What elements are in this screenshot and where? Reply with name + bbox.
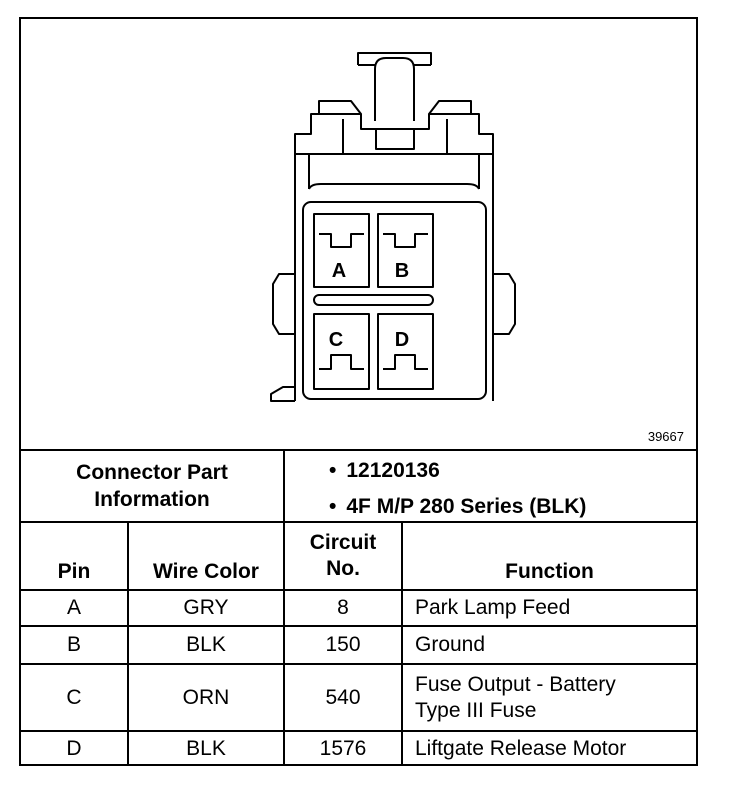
part-number-item: •12120136 [329,459,440,482]
divider-pin-column [127,521,129,766]
connector-diagram-frame: A B C D 39667 Connector Part Information… [19,17,698,766]
pin-label-b: B [395,260,409,282]
divider-row-c [21,730,696,732]
row-d-pin: D [66,737,82,760]
cavity-divider [313,294,434,306]
figure-number: 39667 [647,429,684,444]
row-a-pin: A [66,596,81,619]
row-b-circuit: 150 [325,633,361,656]
row-c-circuit: 540 [325,685,361,709]
connector-drawing-area: A B C D 39667 [21,19,696,449]
row-a-wire-color: GRY [183,596,229,619]
header-function: Function [505,560,594,583]
row-b-pin: B [66,633,81,656]
header-pin: Pin [57,560,91,583]
row-c-function: Fuse Output - Battery Type III Fuse [415,672,616,722]
lock-tab [374,57,415,121]
divider-info-header [21,521,696,523]
pin-label-a: A [332,260,346,282]
pin-label-d: D [395,329,409,351]
lock-tab-cap [357,52,432,65]
divider-header-rows [21,589,696,591]
row-d-function: Liftgate Release Motor [415,737,627,760]
header-wire-color: Wire Color [153,560,259,583]
divider-info-column [283,449,285,521]
row-b-function: Ground [415,633,486,656]
pin-label-c: C [329,329,343,351]
right-latch [493,273,516,335]
connector-illustration: A B C D [270,52,516,402]
row-d-wire-color: BLK [186,737,226,760]
divider-row-b [21,663,696,665]
connector-housing-outline [294,113,494,401]
part-series-item: •4F M/P 280 Series (BLK) [329,495,587,518]
header-circuit-no: Circuit No. [309,531,377,580]
divider-drawing-table [21,449,696,451]
divider-row-a [21,625,696,627]
left-latch [272,273,295,335]
row-c-wire-color: ORN [182,685,230,709]
divider-circuit-column [401,521,403,766]
row-a-function: Park Lamp Feed [415,596,571,619]
row-a-circuit: 8 [337,596,349,619]
divider-wire-column [283,521,285,766]
row-d-circuit: 1576 [319,737,367,760]
terminal-cavity-block [302,201,487,400]
row-b-wire-color: BLK [186,633,226,656]
connector-part-info-label: Connector Part Information [76,461,228,511]
row-c-pin: C [66,685,82,709]
